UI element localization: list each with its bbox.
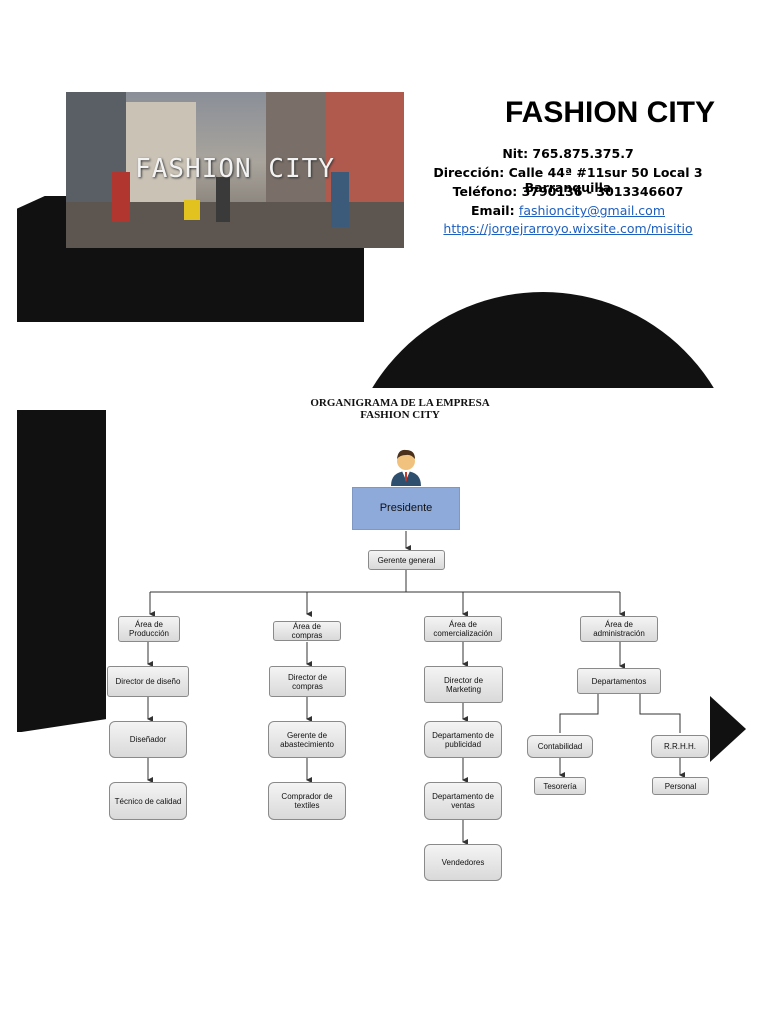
box-departamentos: Departamentos bbox=[577, 668, 661, 694]
box-director-diseno: Director de diseño bbox=[107, 666, 189, 697]
box-comprador-textiles: Comprador de textiles bbox=[268, 782, 346, 820]
box-area-comercializacion: Área de comercialización bbox=[424, 616, 502, 642]
street-scene bbox=[66, 92, 404, 248]
box-area-compras: Área de compras bbox=[273, 621, 341, 641]
box-rrhh: R.R.H.H. bbox=[651, 735, 709, 758]
address-text: Dirección: Calle 44ª #11sur 50 Local 3 B… bbox=[433, 165, 703, 195]
box-vendedores: Vendedores bbox=[424, 844, 502, 881]
box-area-administracion: Área de administración bbox=[580, 616, 658, 642]
email-label: Email: bbox=[471, 203, 519, 218]
org-chart-title-2: FASHION CITY bbox=[360, 409, 440, 421]
box-tesoreria: Tesorería bbox=[534, 777, 586, 795]
box-gerente-general: Gerente general bbox=[368, 550, 445, 570]
nit-text: Nit: 765.875.375.7 bbox=[502, 146, 634, 161]
company-title: FASHION CITY bbox=[504, 96, 715, 129]
email-line: Email: fashioncity@gmail.com bbox=[400, 203, 736, 218]
box-contabilidad: Contabilidad bbox=[527, 735, 593, 758]
photo-title: FASHION CITY bbox=[135, 154, 335, 184]
phone-text: Teléfono: 3790136 - 3013346607 bbox=[452, 184, 684, 199]
box-tecnico-calidad: Técnico de calidad bbox=[109, 782, 187, 820]
box-disenador: Diseñador bbox=[109, 721, 187, 758]
dark-block-left bbox=[17, 410, 106, 732]
email-link[interactable]: fashioncity@gmail.com bbox=[518, 203, 665, 218]
box-director-marketing: Director de Marketing bbox=[424, 666, 503, 703]
box-depto-ventas: Departamento de ventas bbox=[424, 782, 502, 820]
website-line: https://jorgejrarroyo.wixsite.com/misiti… bbox=[400, 221, 736, 236]
box-personal: Personal bbox=[652, 777, 709, 795]
box-gerente-abastecimiento: Gerente de abastecimiento bbox=[268, 721, 346, 758]
header-photo: FASHION CITY bbox=[66, 92, 404, 248]
businessman-avatar-icon bbox=[391, 449, 421, 486]
box-presidente: Presidente bbox=[352, 487, 460, 530]
box-area-produccion: Área de Producción bbox=[118, 616, 180, 642]
org-chart-title-1: ORGANIGRAMA DE LA EMPRESA bbox=[310, 397, 490, 409]
website-link[interactable]: https://jorgejrarroyo.wixsite.com/misiti… bbox=[443, 221, 693, 236]
box-director-compras: Director de compras bbox=[269, 666, 346, 697]
box-depto-publicidad: Departamento de publicidad bbox=[424, 721, 502, 758]
